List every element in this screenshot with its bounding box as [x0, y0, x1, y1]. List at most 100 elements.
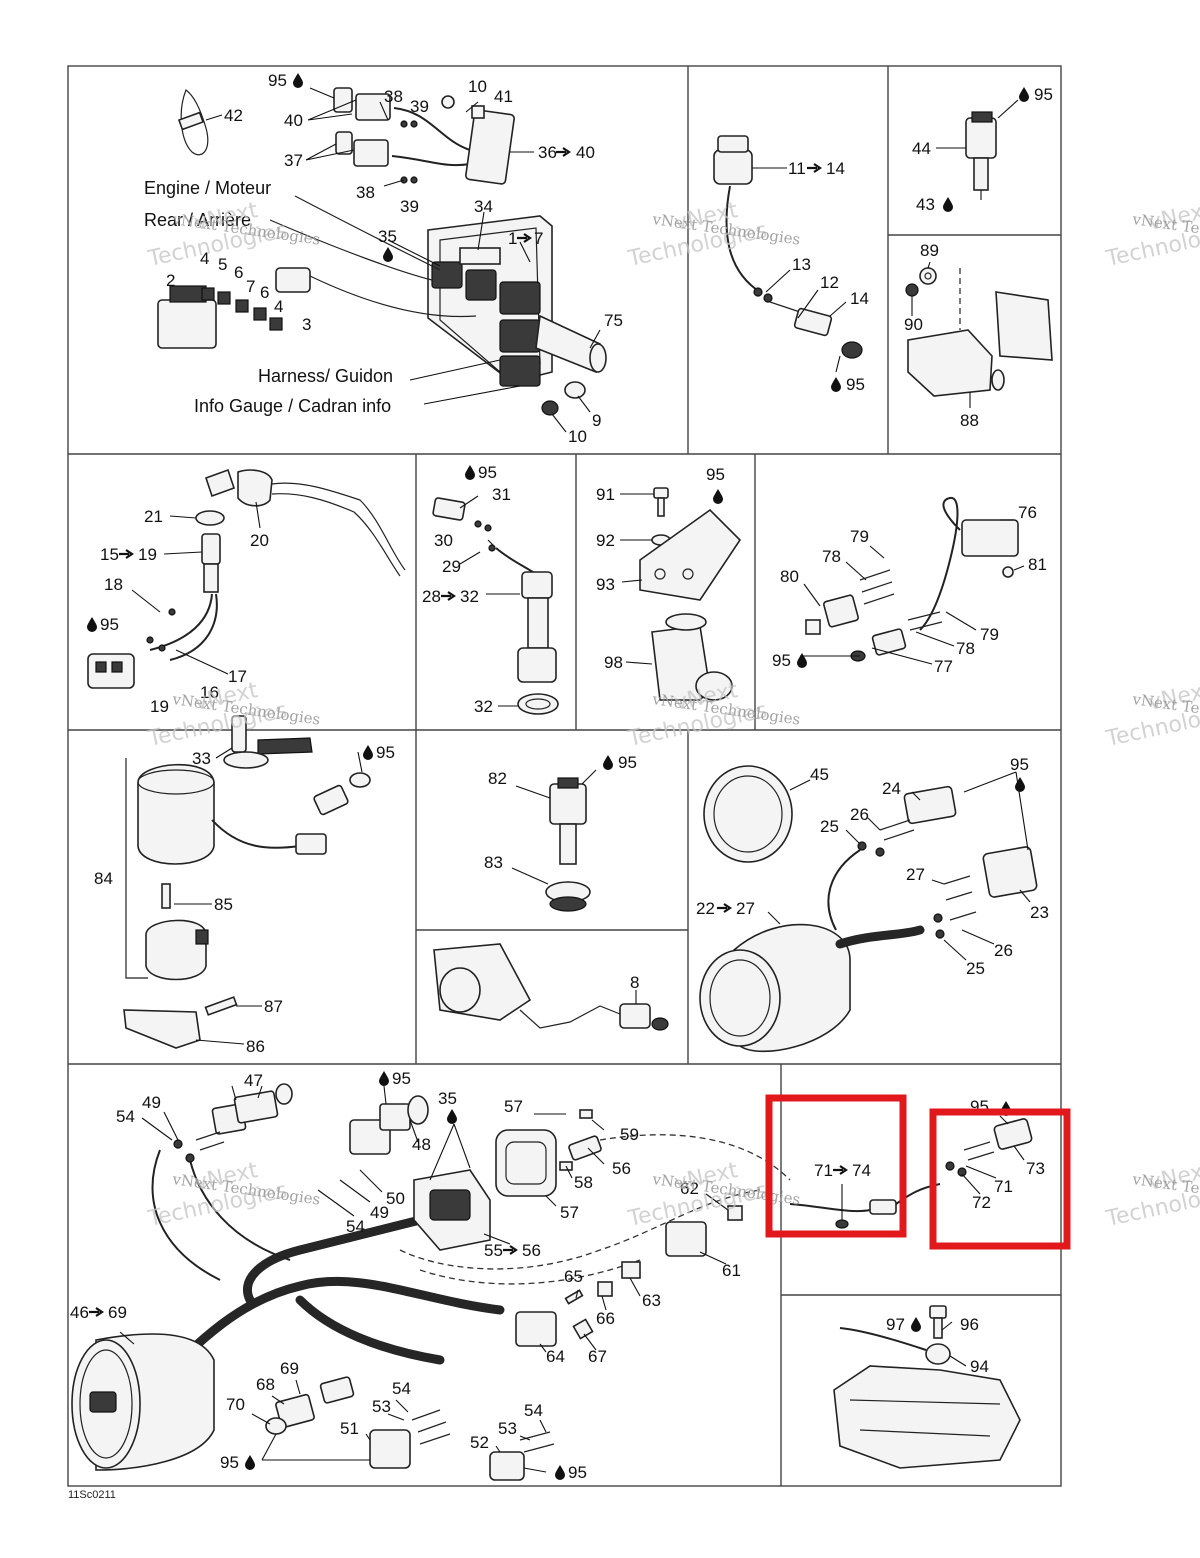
part-label: 13 [792, 255, 811, 274]
lubricant-drop-icon [831, 377, 841, 392]
part-label: 53 [372, 1397, 391, 1416]
part-label: 94 [970, 1357, 989, 1376]
lubricant-drop-icon [713, 489, 723, 504]
rear-callout: Rear / Arrière [144, 210, 251, 230]
panel-sensor-11-14 [713, 135, 863, 359]
lubricant-drop-icon [555, 1465, 565, 1480]
panel-sensor-8 [433, 943, 669, 1031]
part-label: 50 [386, 1189, 405, 1208]
part-label: 62 [680, 1179, 699, 1198]
part-label: 22 [696, 899, 715, 918]
lubricant-drop-icon [603, 755, 613, 770]
part-label: 39 [400, 197, 419, 216]
part-label: 76 [1018, 503, 1037, 522]
part-label: 66 [596, 1309, 615, 1328]
part-label: 54 [116, 1107, 135, 1126]
part-label: 34 [474, 197, 493, 216]
part-label: 21 [144, 507, 163, 526]
part-label: 4 [274, 297, 283, 316]
part-label: 38 [356, 183, 375, 202]
part-label: 4 [200, 249, 209, 268]
part-label: 84 [94, 869, 113, 888]
part-label: 73 [1026, 1159, 1045, 1178]
lubricant-drop-icon [87, 617, 97, 632]
lubricant-drop-icon [465, 465, 475, 480]
part-label: 40 [284, 111, 303, 130]
part-label: 45 [810, 765, 829, 784]
part-label: 95 [568, 1463, 587, 1482]
lubricant-drop-icon [379, 1071, 389, 1086]
part-label: 35 [378, 227, 397, 246]
lubricant-drop-icon [911, 1317, 921, 1332]
part-label: 95 [846, 375, 865, 394]
text-callouts: Engine / Moteur Rear / Arrière Harness/ … [144, 178, 393, 416]
part-label: 96 [960, 1315, 979, 1334]
part-label: 41 [494, 87, 513, 106]
part-label: 44 [912, 139, 931, 158]
part-label: 17 [228, 667, 247, 686]
part-label: 81 [1028, 555, 1047, 574]
panel-gauge [699, 765, 1038, 1053]
part-label: 14 [826, 159, 845, 178]
part-label: 33 [192, 749, 211, 768]
panel-buzzer [123, 715, 371, 1049]
panel-bracket [639, 487, 742, 701]
part-label: 54 [392, 1379, 411, 1398]
highlight-box-71-73 [929, 1108, 1071, 1250]
part-label: 75 [604, 311, 623, 330]
part-label: 10 [568, 427, 587, 446]
part-label: 95 [1034, 85, 1053, 104]
part-label: 68 [256, 1375, 275, 1394]
part-label: 70 [226, 1395, 245, 1414]
part-label: 26 [850, 805, 869, 824]
part-label: 71 [814, 1161, 833, 1180]
part-label: 27 [736, 899, 755, 918]
part-label: 69 [108, 1303, 127, 1322]
part-label: 7 [534, 229, 543, 248]
part-labels: 42 95 38 39 10 41 40 36 40 37 38 39 34 3… [70, 71, 1053, 1482]
part-label: 56 [612, 1159, 631, 1178]
part-label: 49 [370, 1203, 389, 1222]
part-label: 63 [642, 1291, 661, 1310]
part-label: 26 [994, 941, 1013, 960]
range-arrow-icon [831, 1164, 848, 1176]
part-label: 88 [960, 411, 979, 430]
part-label: 65 [564, 1267, 583, 1286]
part-label: 72 [972, 1193, 991, 1212]
part-label: 64 [546, 1347, 565, 1366]
range-arrow-icon [117, 548, 134, 560]
lubricant-drop-icon [293, 73, 303, 88]
part-label: 95 [268, 71, 287, 90]
part-label: 24 [882, 779, 901, 798]
lubricant-drop-icon [1019, 87, 1029, 102]
part-label: 95 [772, 651, 791, 670]
part-label: 85 [214, 895, 233, 914]
range-arrow-icon [87, 1306, 104, 1318]
part-label: 47 [244, 1071, 263, 1090]
part-label: 40 [576, 143, 595, 162]
range-arrow-icon [715, 902, 732, 914]
part-label: 90 [904, 315, 923, 334]
panel-key-switch [87, 468, 406, 689]
part-label: 95 [706, 465, 725, 484]
part-label: 37 [284, 151, 303, 170]
panel-sensor-94-97 [833, 1305, 1021, 1469]
part-label: 67 [588, 1347, 607, 1366]
leader-lines [119, 87, 1031, 1473]
panel-regulator [805, 496, 1019, 662]
part-label: 74 [852, 1161, 871, 1180]
part-label: 5 [218, 255, 227, 274]
part-label: 38 [384, 87, 403, 106]
part-label: 53 [498, 1419, 517, 1438]
part-label: 82 [488, 769, 507, 788]
part-label: 71 [994, 1177, 1013, 1196]
range-arrow-icon [501, 1244, 518, 1256]
part-label: 54 [524, 1401, 543, 1420]
part-label: 10 [468, 77, 487, 96]
part-label: 51 [340, 1419, 359, 1438]
part-label: 11 [788, 159, 806, 178]
panel-sensor-28-32 [432, 497, 559, 715]
panel-ecu [157, 87, 607, 416]
panel-frames [67, 65, 1062, 1487]
